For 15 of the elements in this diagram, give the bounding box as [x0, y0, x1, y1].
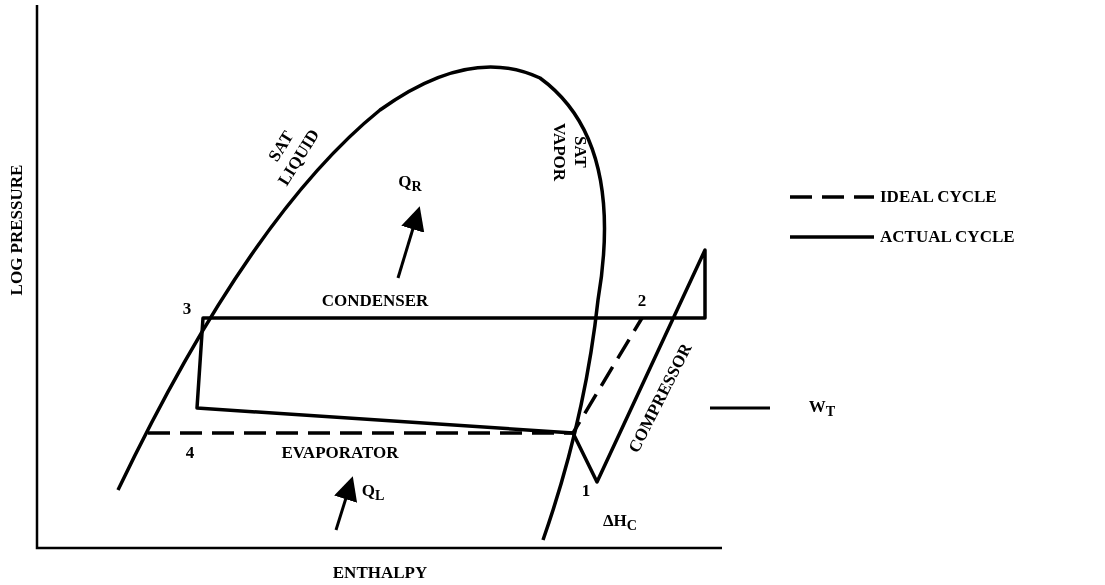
point-number: 2 [637, 291, 647, 309]
process-label: EVAPORATOR [281, 443, 399, 461]
axis-title: ENTHALPY [332, 563, 428, 581]
point-number: 4 [185, 443, 195, 461]
point-number: 1 [581, 481, 591, 499]
enthalpy-change-label: ΔH$_{C}$ [602, 511, 638, 533]
heat-label: Q$_{R}$ [398, 172, 422, 194]
axis-title: LOG PRESSURE [7, 164, 25, 296]
heat-label: Q$_{L}$ [361, 481, 385, 503]
process-label: CONDENSER [321, 291, 429, 309]
point-number: 3 [182, 299, 192, 317]
curve-label: SAT VAPOR [549, 121, 592, 184]
legend-label: ACTUAL CYCLE [880, 228, 1015, 245]
legend-label: IDEAL CYCLE [880, 188, 997, 205]
work-label: W$_{T}$ [808, 397, 836, 419]
